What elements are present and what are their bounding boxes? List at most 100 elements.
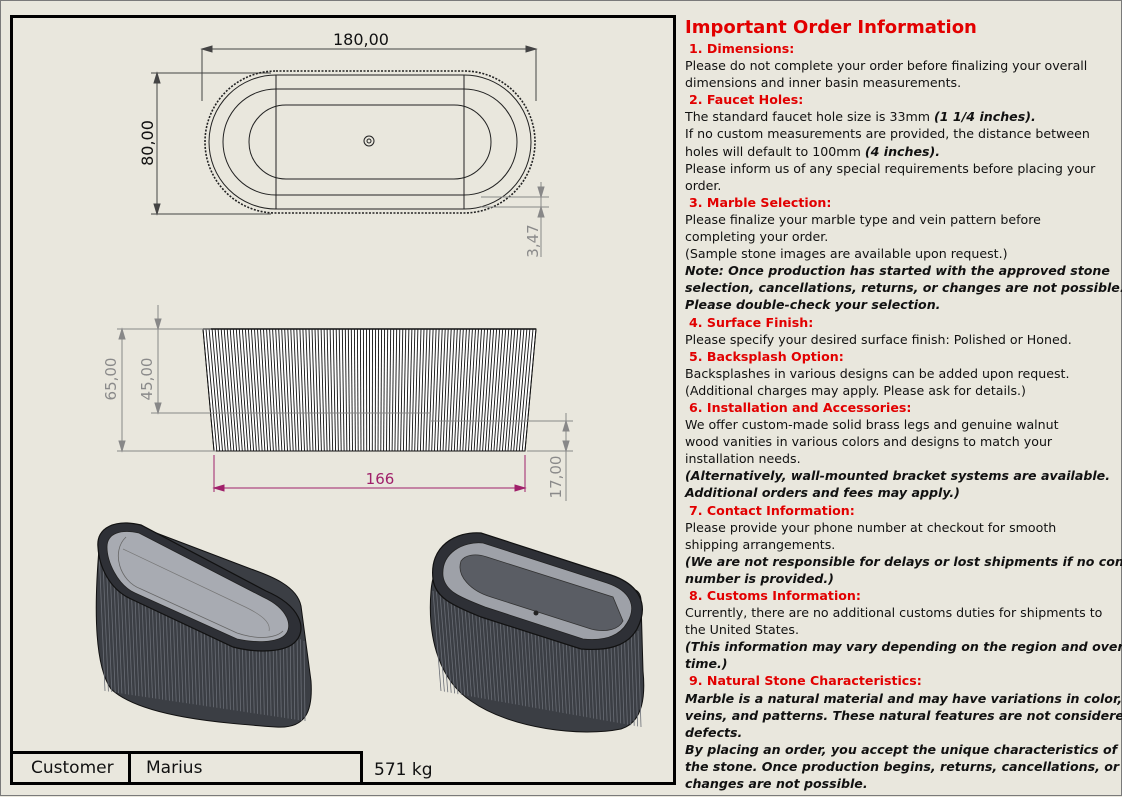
info-line: (Sample stone images are available upon … <box>685 245 1115 262</box>
section-heading: 6. Installation and Accessories: <box>685 399 1115 416</box>
info-line: veins, and patterns. These natural featu… <box>685 707 1115 724</box>
info-line: (We are not responsible for delays or lo… <box>685 553 1115 570</box>
info-line: holes will default to 100mm (4 inches). <box>685 143 1115 160</box>
customer-label: Customer <box>13 754 131 782</box>
top-view: 180,00 80,00 <box>138 30 549 258</box>
info-line-note: changes are not possible. <box>685 776 868 791</box>
technical-drawing: 180,00 80,00 <box>1 1 681 797</box>
info-line: Please provide your phone number at chec… <box>685 519 1115 536</box>
top-view-basin <box>249 105 491 179</box>
info-line: Please double-check your selection. <box>685 296 1115 313</box>
info-line-text: Currently, there are no additional custo… <box>685 605 1102 620</box>
info-line-note: (We are not responsible for delays or lo… <box>685 554 1122 569</box>
info-line-note: number is provided.) <box>685 571 834 586</box>
info-line-note: the stone. Once production begins, retur… <box>685 759 1119 774</box>
info-line: Please specify your desired surface fini… <box>685 331 1115 348</box>
info-line-text: If no custom measurements are provided, … <box>685 126 1090 141</box>
section-heading: 5. Backsplash Option: <box>685 348 1115 365</box>
info-line: defects. <box>685 724 1115 741</box>
info-line: changes are not possible. <box>685 775 1115 792</box>
info-line: Please inform us of any special requirem… <box>685 160 1115 177</box>
drain-hole <box>364 136 374 146</box>
front-view: 65,00 45,00 166 <box>102 305 573 501</box>
info-line-text: Please do not complete your order before… <box>685 58 1087 73</box>
title-block: Customer Marius <box>10 751 363 785</box>
info-line-text: dimensions and inner basin measurements. <box>685 75 961 90</box>
info-line: Please finalize your marble type and vei… <box>685 211 1115 228</box>
info-line-emphasis: (1 1/4 inches). <box>934 109 1036 124</box>
info-line-note: (This information may vary depending on … <box>685 639 1122 654</box>
info-line-text: The standard faucet hole size is 33mm <box>685 109 934 124</box>
info-line-emphasis: (4 inches). <box>865 144 940 159</box>
dim-height-inner-label: 45,00 <box>138 358 156 401</box>
info-line-note: Note: Once production has started with t… <box>685 263 1110 278</box>
info-line: time.) <box>685 655 1115 672</box>
weight-value: 571 kg <box>374 760 433 780</box>
info-line-note: (Alternatively, wall-mounted bracket sys… <box>685 468 1110 483</box>
info-line: the United States. <box>685 621 1115 638</box>
info-line: (Additional charges may apply. Please as… <box>685 382 1115 399</box>
info-line: (Alternatively, wall-mounted bracket sys… <box>685 467 1115 484</box>
top-view-outer-outline <box>205 71 535 213</box>
info-line-text: order. <box>685 178 721 193</box>
info-line-text: Please finalize your marble type and vei… <box>685 212 1041 227</box>
section-heading: 4. Surface Finish: <box>685 314 1115 331</box>
info-line-text: shipping arrangements. <box>685 537 835 552</box>
dim-rim-offset-label: 3,47 <box>524 224 542 257</box>
order-info-panel: Important Order Information 1. Dimension… <box>685 17 1115 792</box>
order-info-title: Important Order Information <box>685 17 1115 39</box>
info-line: (This information may vary depending on … <box>685 638 1115 655</box>
dim-height-total <box>117 329 216 451</box>
info-line-note: Marble is a natural material and may hav… <box>685 691 1122 706</box>
info-line: We offer custom-made solid brass legs an… <box>685 416 1115 433</box>
top-view-rim <box>209 75 531 209</box>
info-line-text: (Sample stone images are available upon … <box>685 246 1008 261</box>
info-line-note: veins, and patterns. These natural featu… <box>685 708 1122 723</box>
info-line: number is provided.) <box>685 570 1115 587</box>
info-line: Backsplashes in various designs can be a… <box>685 365 1115 382</box>
info-line: completing your order. <box>685 228 1115 245</box>
dim-base-offset-label: 17,00 <box>547 456 565 499</box>
info-line-text: Please provide your phone number at chec… <box>685 520 1056 535</box>
info-line-note: By placing an order, you accept the uniq… <box>685 742 1117 757</box>
info-line-text: Backsplashes in various designs can be a… <box>685 366 1070 381</box>
info-line: dimensions and inner basin measurements. <box>685 74 1115 91</box>
info-line: selection, cancellations, returns, or ch… <box>685 279 1115 296</box>
info-line: wood vanities in various colors and desi… <box>685 433 1115 450</box>
section-heading: 2. Faucet Holes: <box>685 91 1115 108</box>
info-line: Note: Once production has started with t… <box>685 262 1115 279</box>
info-line: the stone. Once production begins, retur… <box>685 758 1115 775</box>
section-heading: 1. Dimensions: <box>685 40 1115 57</box>
info-line-text: Please inform us of any special requirem… <box>685 161 1095 176</box>
info-line-note: Please double-check your selection. <box>685 297 940 312</box>
info-line: The standard faucet hole size is 33mm (1… <box>685 108 1115 125</box>
info-line: Additional orders and fees may apply.) <box>685 484 1115 501</box>
info-line-note: selection, cancellations, returns, or ch… <box>685 280 1122 295</box>
info-line-text: We offer custom-made solid brass legs an… <box>685 417 1059 432</box>
info-line-text: installation needs. <box>685 451 801 466</box>
info-line-note: Additional orders and fees may apply.) <box>685 485 960 500</box>
info-line: installation needs. <box>685 450 1115 467</box>
info-line: Marble is a natural material and may hav… <box>685 690 1115 707</box>
info-line: Currently, there are no additional custo… <box>685 604 1115 621</box>
dim-base-length-label: 166 <box>366 470 395 488</box>
info-line-note: time.) <box>685 656 728 671</box>
info-line-text: wood vanities in various colors and desi… <box>685 434 1052 449</box>
iso-view-right <box>430 533 643 732</box>
info-line: Please do not complete your order before… <box>685 57 1115 74</box>
info-line-text: completing your order. <box>685 229 828 244</box>
customer-value: Marius <box>134 754 372 782</box>
dim-overall-length-label: 180,00 <box>333 30 389 49</box>
info-line: shipping arrangements. <box>685 536 1115 553</box>
section-heading: 3. Marble Selection: <box>685 194 1115 211</box>
section-heading: 9. Natural Stone Characteristics: <box>685 672 1115 689</box>
dim-overall-width-label: 80,00 <box>138 120 157 166</box>
info-line-text: (Additional charges may apply. Please as… <box>685 383 1026 398</box>
iso-view-left <box>96 523 311 727</box>
info-line: If no custom measurements are provided, … <box>685 125 1115 142</box>
section-heading: 7. Contact Information: <box>685 502 1115 519</box>
info-line-note: defects. <box>685 725 742 740</box>
info-line: By placing an order, you accept the uniq… <box>685 741 1115 758</box>
info-line: order. <box>685 177 1115 194</box>
